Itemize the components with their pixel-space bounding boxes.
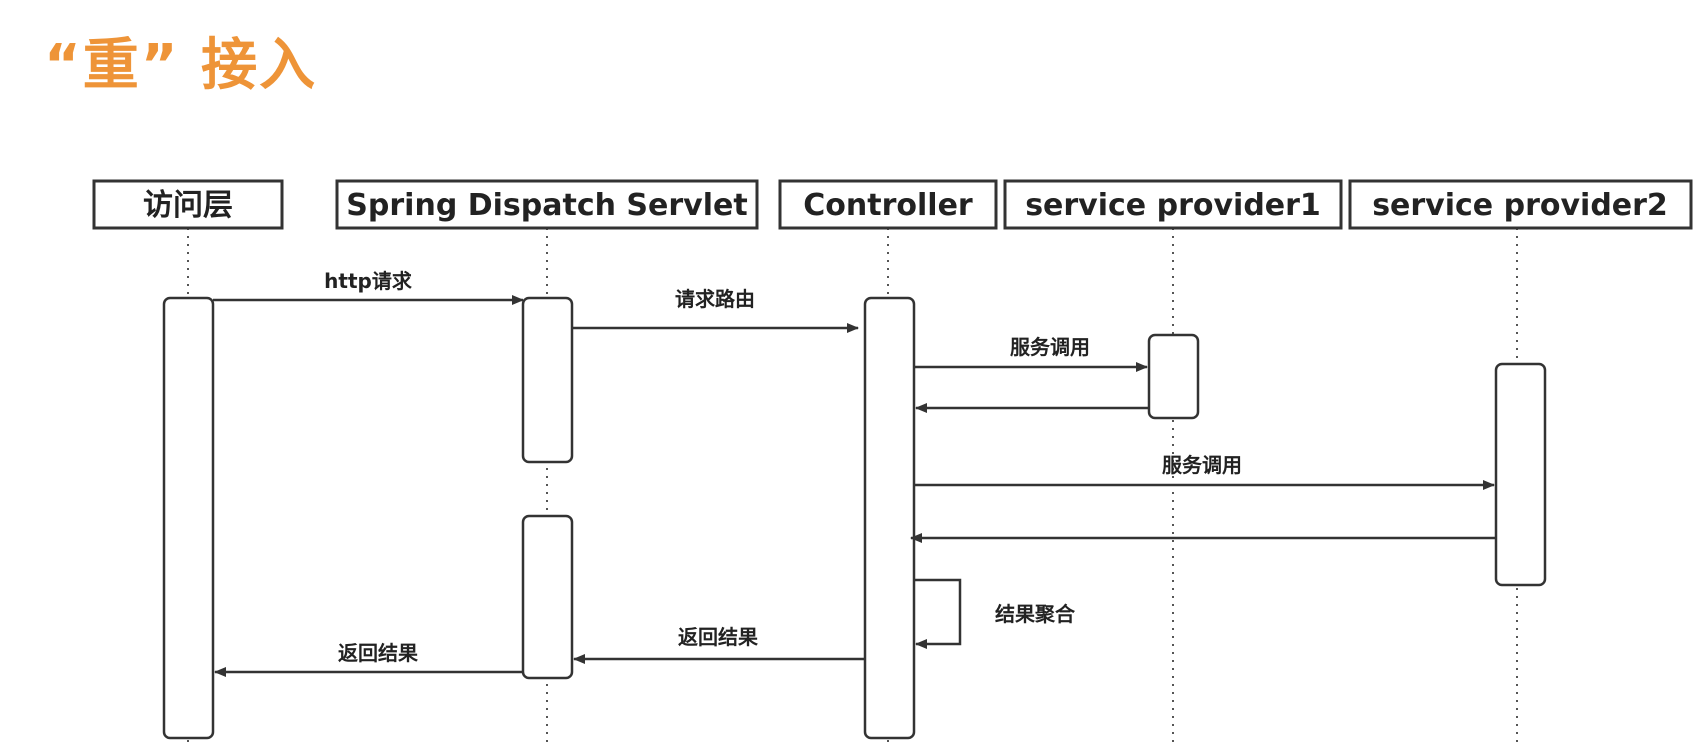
message-label-http-request: http请求: [324, 269, 413, 293]
activation-access: [162, 296, 215, 740]
activation-sp1: [1147, 333, 1200, 420]
message-label-aggregate: 结果聚合: [995, 602, 1076, 626]
message-label-return-to-dispatch: 返回结果: [678, 625, 758, 649]
participant-label-sp1: service provider1: [1025, 188, 1321, 223]
participant-label-sp2: service provider2: [1372, 188, 1668, 223]
messages: http请求 请求路由 服务调用 服务调用 结果聚合 返回结果: [213, 269, 1496, 677]
activation-controller: [863, 296, 916, 740]
activation-dispatch-1: [521, 296, 574, 464]
message-service-call-2: 服务调用: [914, 453, 1495, 490]
message-label-service-call-1: 服务调用: [1010, 335, 1090, 359]
message-return-to-access: 返回结果: [214, 641, 523, 677]
message-http-request: http请求: [213, 269, 524, 305]
participant-label-controller: Controller: [803, 188, 973, 223]
message-service-call-1: 服务调用: [914, 335, 1148, 372]
message-label-service-call-2: 服务调用: [1162, 453, 1242, 477]
activations: [162, 296, 1547, 740]
participant-controller: Controller: [778, 179, 998, 230]
page-title: “重” 接入: [44, 33, 318, 98]
participant-access: 访问层: [92, 179, 284, 230]
message-self-aggregate: 结果聚合: [914, 578, 1076, 649]
message-label-request-route: 请求路由: [675, 287, 755, 311]
activation-sp2: [1494, 362, 1547, 587]
participant-label-access: 访问层: [143, 188, 233, 223]
message-label-return-to-access: 返回结果: [338, 641, 418, 665]
message-return-to-dispatch: 返回结果: [573, 625, 865, 664]
participants: 访问层 Spring Dispatch Servlet Controller s…: [92, 179, 1693, 230]
participant-sp2: service provider2: [1348, 179, 1693, 230]
participant-label-dispatch: Spring Dispatch Servlet: [346, 188, 747, 223]
participant-dispatch: Spring Dispatch Servlet: [335, 179, 759, 230]
participant-sp1: service provider1: [1003, 179, 1343, 230]
message-request-route: 请求路由: [572, 287, 859, 333]
activation-dispatch-2: [521, 514, 574, 680]
